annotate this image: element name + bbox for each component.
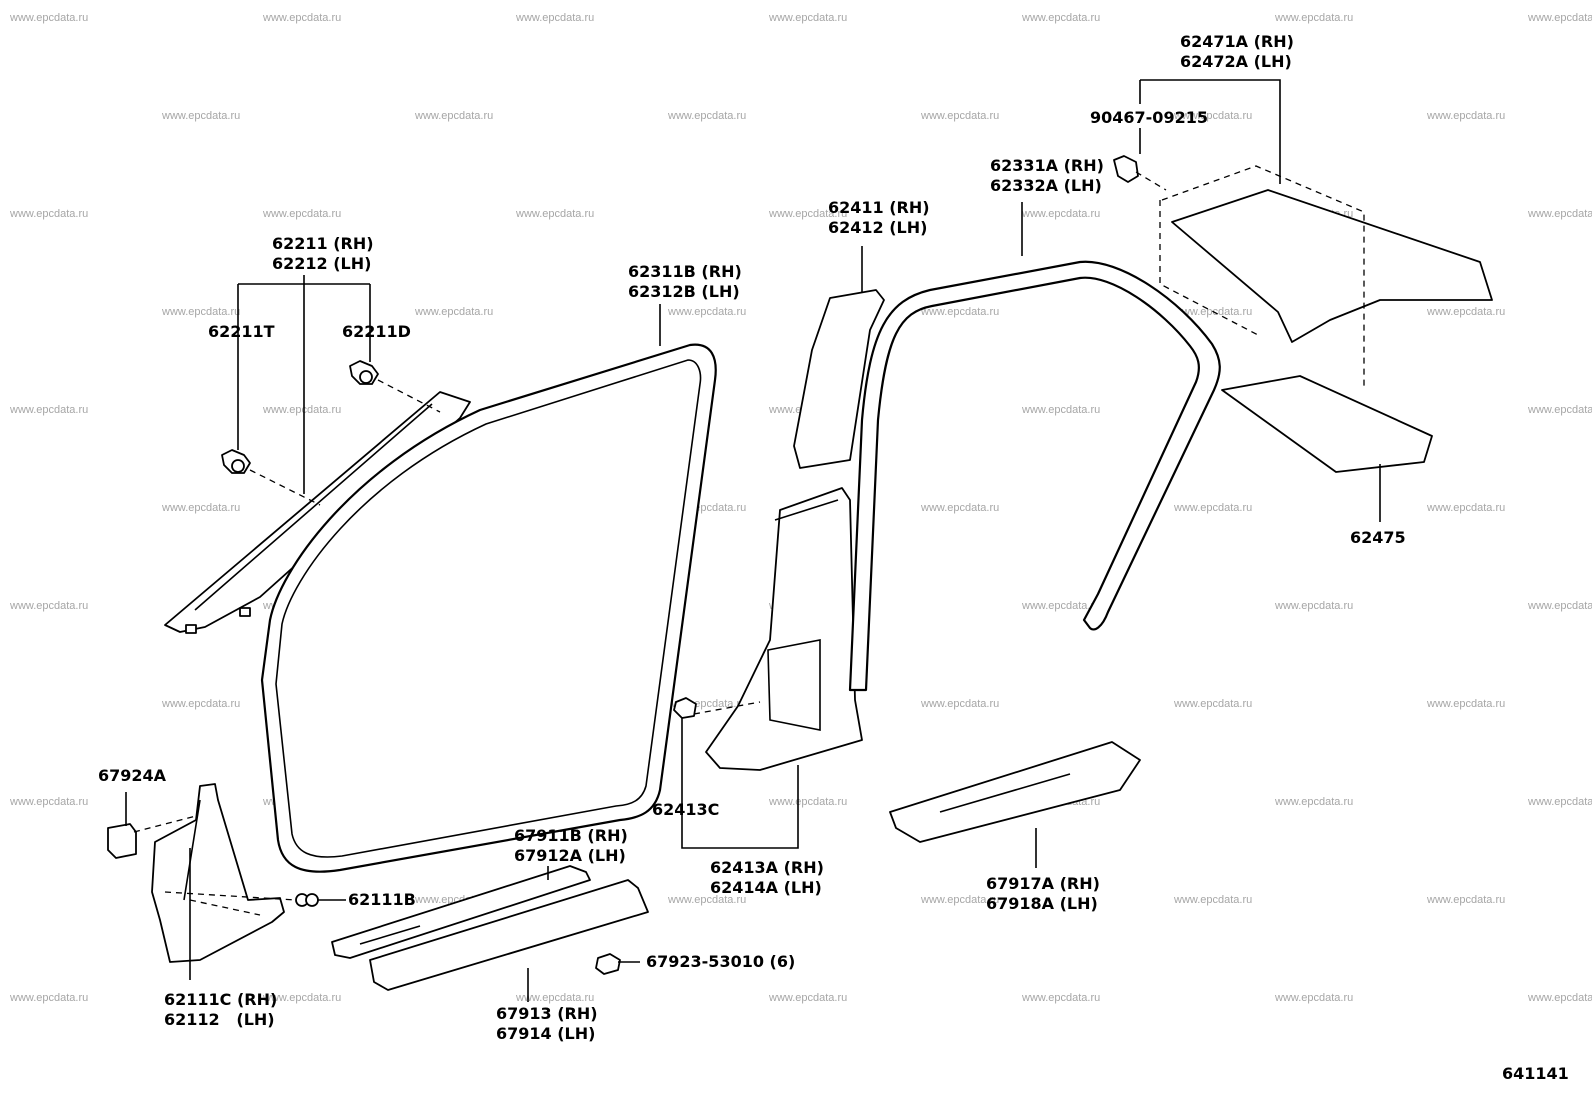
watermark-text: www.epcdata.ru <box>1174 894 1253 906</box>
watermark-text: www.epcdata.ru <box>1275 992 1354 1004</box>
watermark-text: www.epcdata.ru <box>769 992 848 1004</box>
label-62475: 62475 <box>1350 528 1406 547</box>
watermark-text: www.epcdata.ru <box>1528 796 1592 808</box>
label-62211D: 62211D <box>342 322 411 341</box>
watermark-text: www.epcdata.ru <box>1022 208 1101 220</box>
watermark-text: www.epcdata.ru <box>263 404 342 416</box>
watermark-text: www.epcdata.ru <box>1528 600 1592 612</box>
clip-62211D <box>349 360 379 385</box>
b-pillar-upper <box>793 289 885 469</box>
rear-door-weatherstrip <box>848 260 1221 692</box>
label-67913: 67913 (RH) 67914 (LH) <box>496 1004 598 1043</box>
label-62111C: 62111C (RH) 62112 (LH) <box>164 990 278 1029</box>
watermark-text: www.epcdata.ru <box>1528 992 1592 1004</box>
cowl-side-trim <box>151 783 285 963</box>
watermark-text: www.epcdata.ru <box>263 208 342 220</box>
watermark-text: www.epcdata.ru <box>1528 404 1592 416</box>
label-62211T: 62211T <box>208 322 275 341</box>
label-90467: 90467-09215 <box>1090 108 1208 127</box>
watermark-text: www.epcdata.ru <box>668 110 747 122</box>
scuff-plate-67917A <box>889 741 1141 843</box>
b-pillar-lower <box>705 487 863 771</box>
watermark-text: www.epcdata.ru <box>1427 306 1506 318</box>
watermark-text: www.epcdata.ru <box>1275 600 1354 612</box>
diagram-code: 641141 <box>1502 1064 1569 1083</box>
watermark-text: www.epcdata.ru <box>1022 600 1101 612</box>
label-62413C: 62413C <box>652 800 720 819</box>
scuff-plate-67911B <box>331 865 591 959</box>
watermark-text: www.epcdata.ru <box>10 992 89 1004</box>
pad-62475 <box>1221 375 1433 473</box>
clip-62111B <box>295 893 319 907</box>
clip-62413C <box>673 697 697 719</box>
watermark-text: www.epcdata.ru <box>162 306 241 318</box>
watermark-text: www.epcdata.ru <box>1528 208 1592 220</box>
watermark-text: www.epcdata.ru <box>921 306 1000 318</box>
watermark-text: www.epcdata.ru <box>1427 110 1506 122</box>
clip-67924A <box>107 823 137 859</box>
watermark-text: www.epcdata.ru <box>10 12 89 24</box>
watermark-text: www.epcdata.ru <box>516 992 595 1004</box>
watermark-text: www.epcdata.ru <box>1022 992 1101 1004</box>
label-67911B: 67911B (RH) 67912A (LH) <box>514 826 628 865</box>
watermark-text: www.epcdata.ru <box>10 600 89 612</box>
watermark-text: www.epcdata.ru <box>1427 502 1506 514</box>
watermark-text: www.epcdata.ru <box>1427 894 1506 906</box>
label-62411: 62411 (RH) 62412 (LH) <box>828 198 930 237</box>
watermark-text: www.epcdata.ru <box>162 502 241 514</box>
label-67924A: 67924A <box>98 766 167 785</box>
label-67923: 67923-53010 (6) <box>646 952 796 971</box>
watermark-text: www.epcdata.ru <box>1174 110 1253 122</box>
watermark-text: www.epcdata.ru <box>1174 502 1253 514</box>
clip-62211T <box>221 449 251 474</box>
watermark-text: www.epcdata.ru <box>415 110 494 122</box>
label-67917A: 67917A (RH) 67918A (LH) <box>986 874 1100 913</box>
watermark-text: www.epcdata.ru <box>668 894 747 906</box>
front-door-weatherstrip <box>260 343 717 873</box>
watermark-text: www.epcdata.ru <box>1022 404 1101 416</box>
watermark-text: www.epcdata.ru <box>1275 796 1354 808</box>
watermark-text: www.epcdata.ru <box>10 796 89 808</box>
quarter-trim-panel <box>1159 165 1493 390</box>
watermark-text: www.epcdata.ru <box>415 306 494 318</box>
watermark-text: www.epcdata.ru <box>921 502 1000 514</box>
label-62331A: 62331A (RH) 62332A (LH) <box>990 156 1104 195</box>
leader-lines <box>125 79 1381 1002</box>
watermark-text: www.epcdata.ru <box>1022 12 1101 24</box>
watermark-text: www.epcdata.ru <box>668 306 747 318</box>
watermark-text: www.epcdata.ru <box>769 12 848 24</box>
watermark-text: www.epcdata.ru <box>921 110 1000 122</box>
watermark-text: www.epcdata.ru <box>1275 12 1354 24</box>
watermark-text: www.epcdata.ru <box>263 992 342 1004</box>
label-62111B: 62111B <box>348 890 416 909</box>
watermark-text: www.epcdata.ru <box>263 12 342 24</box>
watermark-text: www.epcdata.ru <box>10 404 89 416</box>
label-62471A: 62471A (RH) 62472A (LH) <box>1180 32 1294 71</box>
watermark-text: www.epcdata.ru <box>162 110 241 122</box>
watermark-text: www.epcdata.ru <box>516 12 595 24</box>
watermark-text: www.epcdata.ru <box>769 796 848 808</box>
watermark-text: www.epcdata.ru <box>769 208 848 220</box>
watermark-text: www.epcdata.ru <box>1174 698 1253 710</box>
watermark-text: www.epcdata.ru <box>10 208 89 220</box>
watermark-text: www.epcdata.ru <box>516 208 595 220</box>
watermark-text: www.epcdata.ru <box>162 698 241 710</box>
label-62211: 62211 (RH) 62212 (LH) <box>272 234 374 273</box>
label-62413A: 62413A (RH) 62414A (LH) <box>710 858 824 897</box>
scuff-plate-67913 <box>369 879 649 991</box>
clip-67923 <box>595 953 621 975</box>
clip-90467 <box>1113 155 1139 183</box>
watermark-text: www.epcdata.ru <box>921 894 1000 906</box>
label-62311B: 62311B (RH) 62312B (LH) <box>628 262 742 301</box>
watermark-text: www.epcdata.ru <box>921 698 1000 710</box>
watermark-text: www.epcdata.ru <box>1427 698 1506 710</box>
watermark-text: www.epcdata.ru <box>1528 12 1592 24</box>
